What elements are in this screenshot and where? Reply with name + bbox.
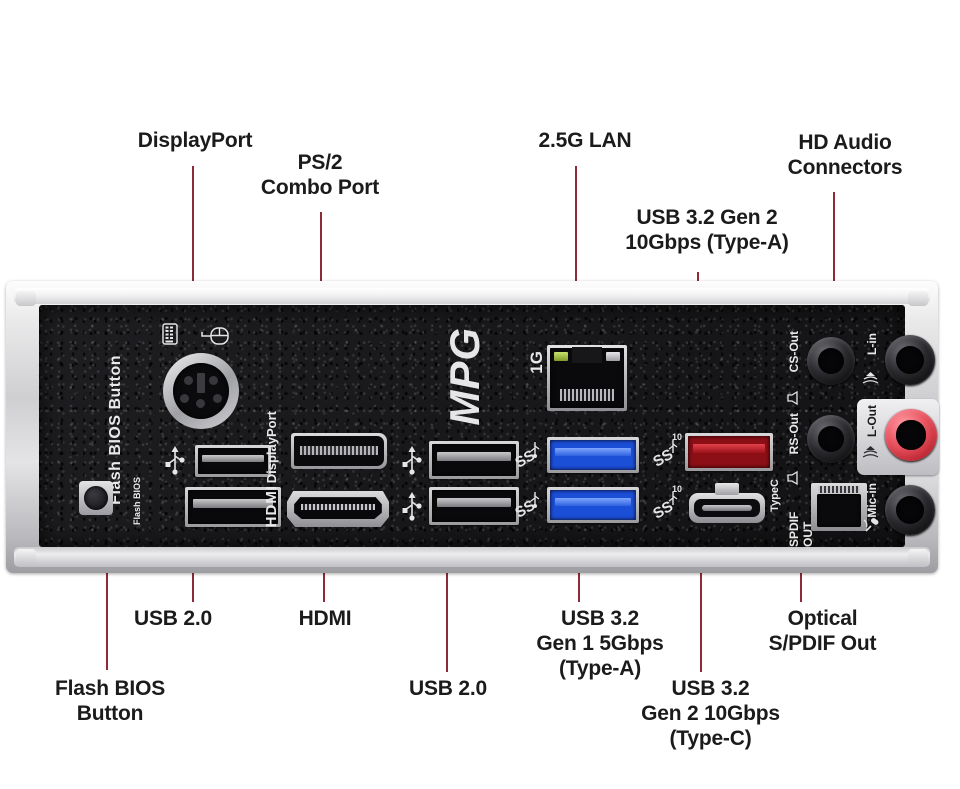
- mouse-icon: [199, 327, 229, 345]
- svg-text:SS: SS: [653, 446, 676, 467]
- callout-usb32-gen2-typea: USB 3.2 Gen 2 10Gbps (Type-A): [625, 206, 789, 254]
- io-shield-corner-bl: [16, 549, 36, 564]
- usb-superspeed-10-icon-2: SS 10: [653, 483, 685, 519]
- io-shield: Flash BIOS Button Flash BIOS: [6, 281, 939, 573]
- io-panel: Flash BIOS Button Flash BIOS: [39, 305, 939, 547]
- flash-bios-small-label: Flash BIOS: [132, 477, 142, 526]
- line-in-label: L-in: [865, 333, 879, 355]
- callout-lan: 2.5G LAN: [538, 129, 632, 152]
- audio-jack-mic-in[interactable]: [885, 485, 935, 535]
- optical-spdif-port[interactable]: [811, 483, 867, 531]
- callout-flash-bios-button: Flash BIOS Button: [54, 677, 166, 725]
- usb32-gen1-port-1[interactable]: [547, 437, 639, 473]
- displayport-connector[interactable]: [291, 433, 387, 469]
- lan-rj45-port[interactable]: [547, 345, 627, 411]
- usb-trident-icon-3: [401, 491, 423, 521]
- line-out-label: L-Out: [865, 405, 879, 437]
- usb-superspeed-icon-1: SS: [515, 437, 543, 467]
- callout-usb32-gen1: USB 3.2 Gen 1 5Gbps (Type-A): [536, 607, 664, 680]
- usb-trident-icon: [164, 445, 186, 475]
- leader-line-ps2: [320, 212, 322, 342]
- audio-jack-rs-out[interactable]: [807, 415, 855, 463]
- callout-displayport: DisplayPort: [137, 129, 253, 152]
- cs-out-label: CS-Out: [787, 331, 801, 373]
- usb32-gen2-typea-port[interactable]: [685, 433, 773, 471]
- leader-line-hdaudio: [833, 192, 835, 350]
- callout-hdmi: HDMI: [298, 607, 352, 630]
- callout-usb20-mid: USB 2.0: [409, 677, 487, 700]
- io-shield-corner-tr: [908, 291, 928, 306]
- callout-hd-audio: HD Audio Connectors: [787, 131, 903, 179]
- usb2-port-2[interactable]: [185, 487, 281, 527]
- headphone-icon-lout: [862, 445, 879, 461]
- speaker-icon-cs: [786, 391, 799, 405]
- leader-line-flashbios: [106, 520, 108, 670]
- displayport-label: DisplayPort: [264, 411, 279, 484]
- audio-jack-line-out[interactable]: [885, 409, 937, 461]
- svg-text:10: 10: [672, 484, 682, 494]
- keyboard-icon: [162, 323, 178, 345]
- leader-line-lan: [575, 166, 577, 362]
- io-shield-corner-tl: [16, 291, 36, 306]
- ps2-combo-port[interactable]: [163, 353, 239, 429]
- audio-jack-cs-out[interactable]: [807, 337, 855, 385]
- usb2-port-1[interactable]: [195, 445, 271, 477]
- flash-bios-button[interactable]: [79, 481, 113, 515]
- audio-jack-line-in[interactable]: [885, 335, 935, 385]
- callout-optical-spdif: Optical S/PDIF Out: [768, 607, 877, 655]
- leader-line-usb20mid: [446, 524, 448, 672]
- callout-usb32-gen2-typec: USB 3.2 Gen 2 10Gbps (Type-C): [641, 677, 780, 750]
- svg-text:SS: SS: [515, 447, 538, 467]
- rs-out-label: RS-Out: [787, 413, 801, 455]
- callout-usb20-left: USB 2.0: [134, 607, 212, 630]
- usb2-port-3[interactable]: [429, 441, 519, 479]
- usb-superspeed-icon-2: SS: [515, 487, 543, 517]
- headphone-icon-lin: [862, 371, 879, 387]
- io-shield-top-lip: [14, 288, 930, 304]
- lan-led-white: [606, 352, 620, 361]
- mpg-brand-logo: MPG: [441, 327, 488, 426]
- lan-speed-label: 1G: [527, 351, 546, 374]
- callout-ps2: PS/2 Combo Port: [260, 151, 380, 199]
- usb-superspeed-10-icon-1: SS 10: [653, 431, 685, 467]
- usb32-gen1-port-2[interactable]: [547, 487, 639, 523]
- svg-text:SS: SS: [653, 498, 676, 519]
- usb-trident-icon-2: [401, 445, 423, 475]
- hdmi-connector[interactable]: [287, 491, 389, 527]
- mic-in-label: Mic-in: [865, 483, 879, 518]
- usb32-gen2-typec-port[interactable]: [689, 482, 765, 523]
- ss-badge-10: 10: [672, 432, 682, 442]
- lan-led-green: [554, 352, 568, 361]
- microphone-icon: [860, 517, 882, 533]
- hdmi-label: HDMI: [263, 485, 280, 528]
- usb2-port-4[interactable]: [429, 487, 519, 525]
- io-shield-bottom-lip: [14, 547, 930, 567]
- io-shield-corner-br: [908, 549, 928, 564]
- svg-text:SS: SS: [515, 497, 538, 517]
- speaker-icon-rs: [786, 471, 799, 485]
- typec-label: TypeC: [769, 479, 781, 512]
